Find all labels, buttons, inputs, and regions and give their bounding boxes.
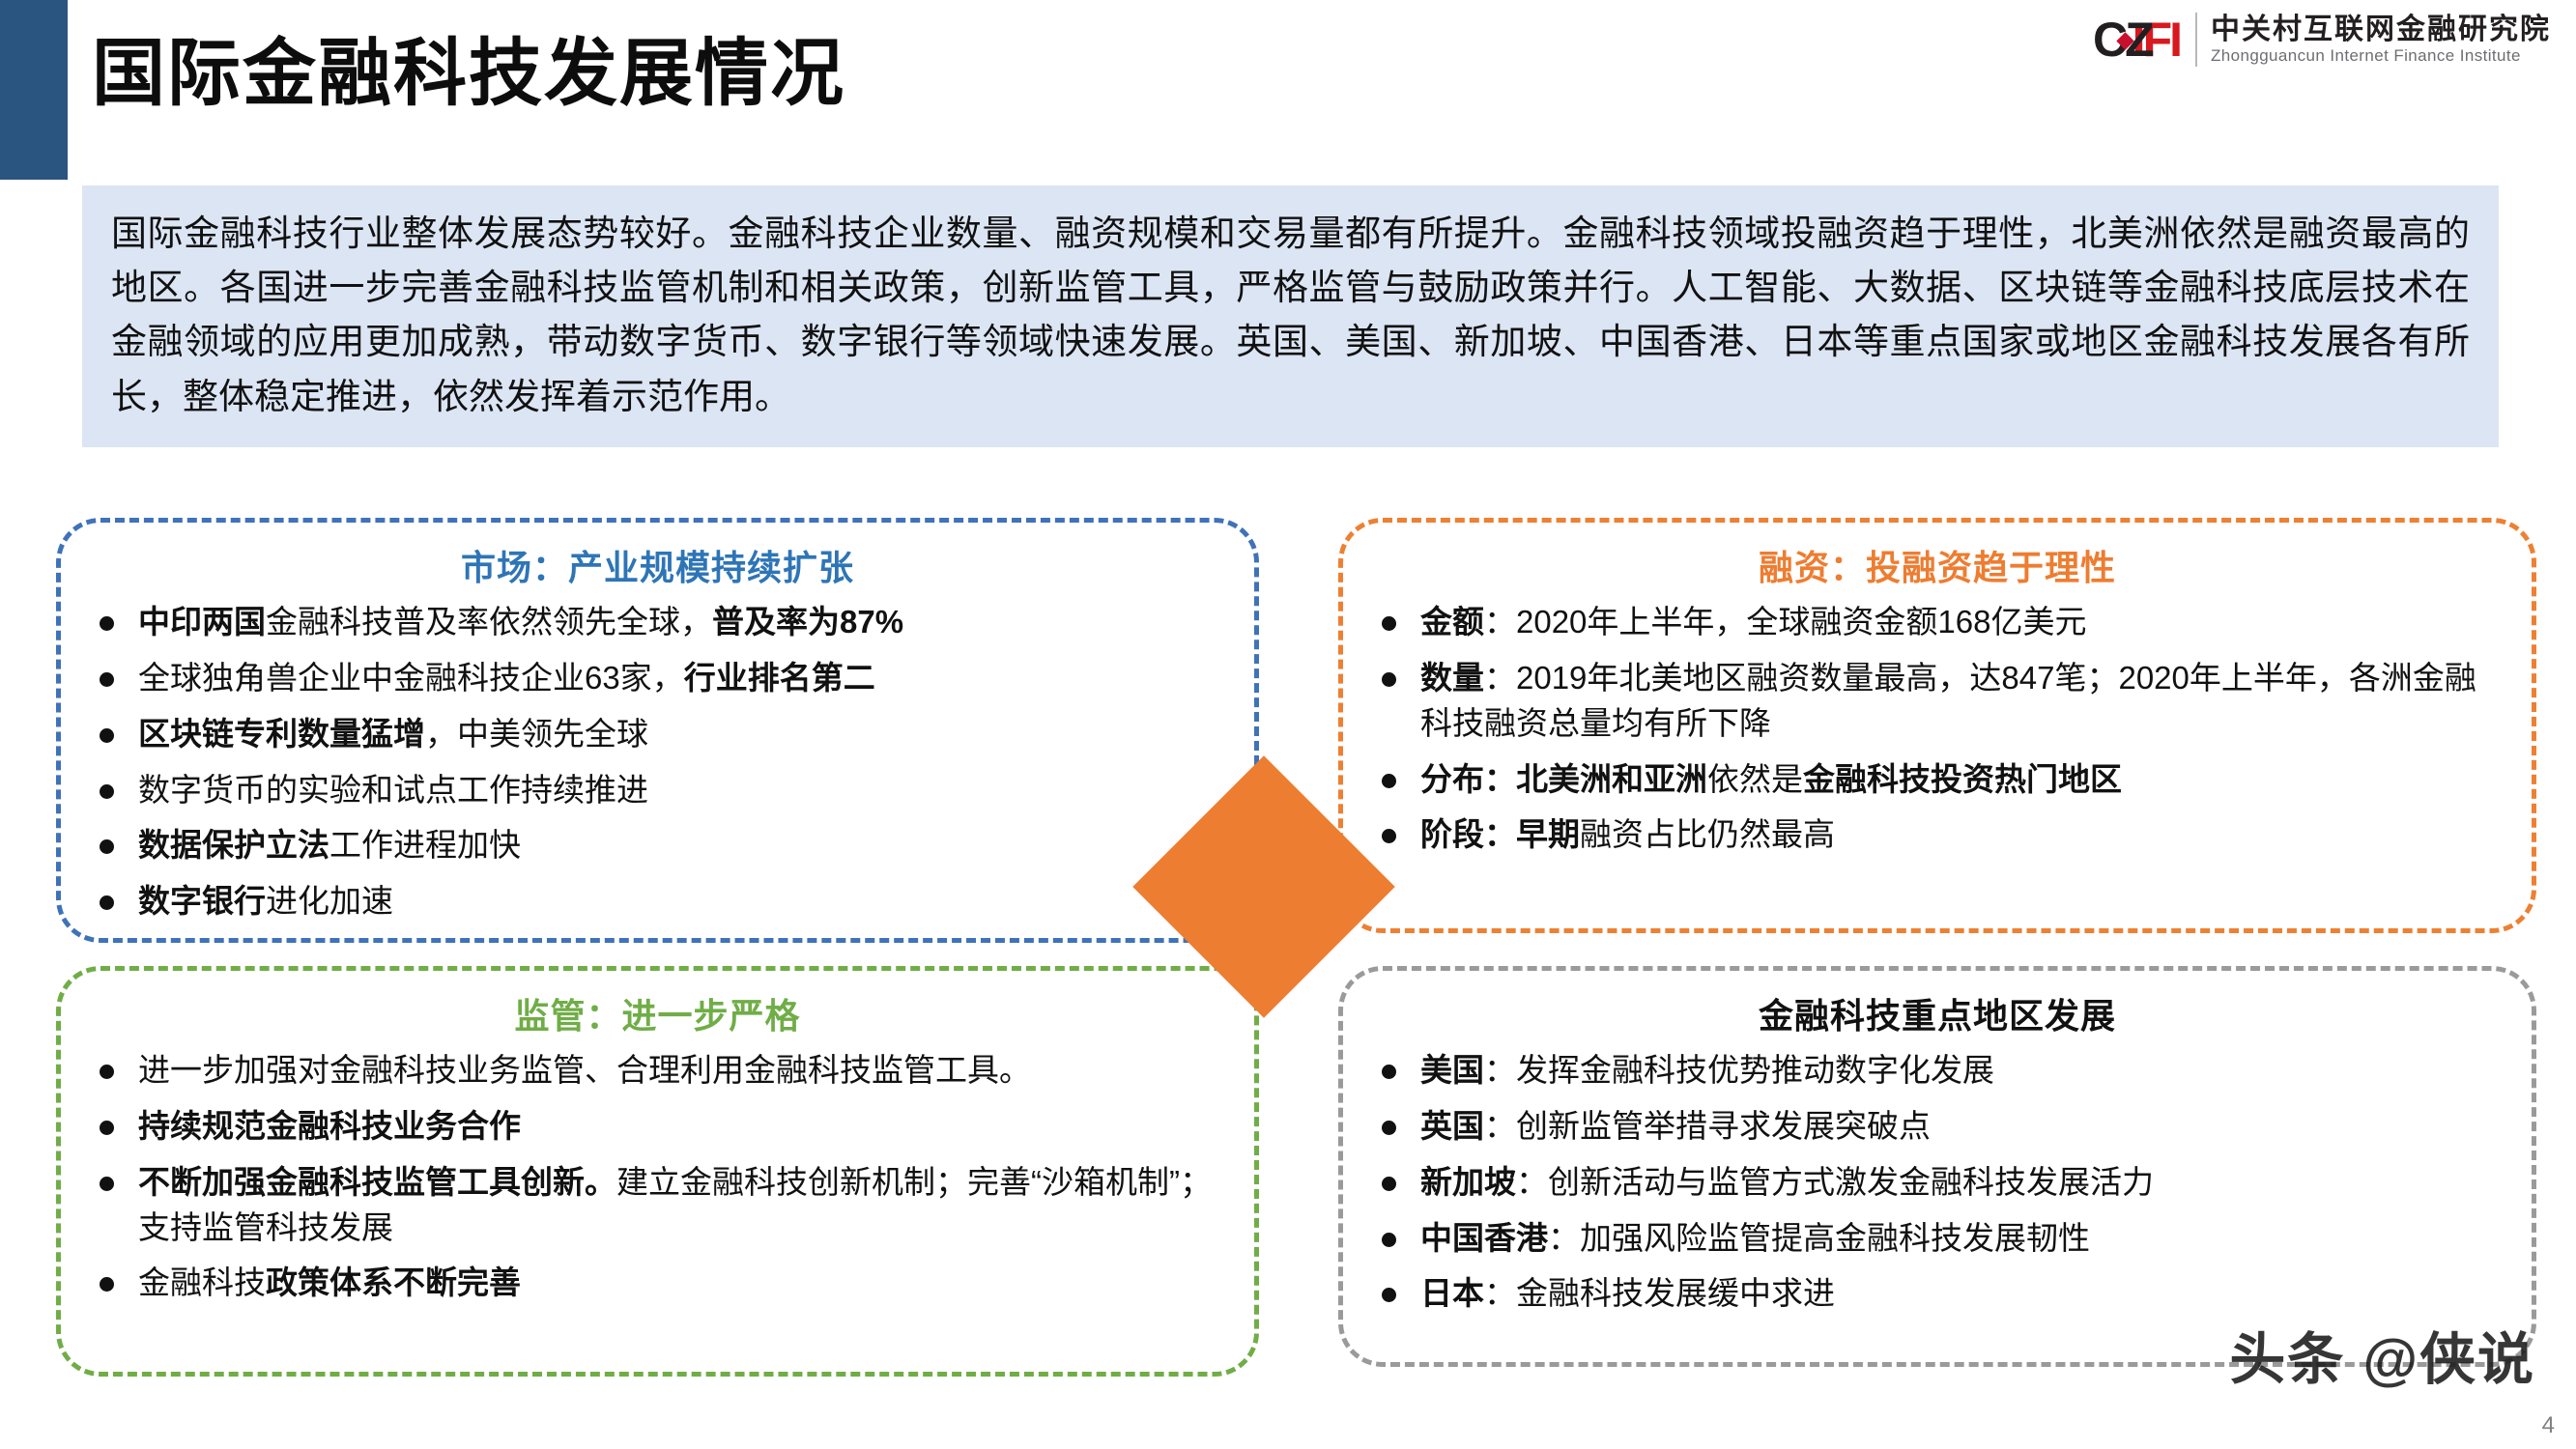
logo-chinese-name: 中关村互联网金融研究院: [2211, 13, 2551, 45]
list-item-text: 融资占比仍然最高: [1580, 816, 1835, 853]
list-item-emphasis: 政策体系不断完善: [266, 1264, 521, 1301]
list-item: 数据保护立法工作进程加快: [86, 823, 1229, 868]
list-item-emphasis: 普及率为87%: [712, 604, 904, 639]
list-item-text: ：2019年北美地区融资数量最高，达847笔；2020年上半年，各洲金融科技融资…: [1420, 659, 2476, 741]
intro-paragraph: 国际金融科技行业整体发展态势较好。金融科技企业数量、融资规模和交易量都有所提升。…: [82, 185, 2499, 447]
logo-mark: CZ IFI: [2093, 13, 2183, 67]
list-item-emphasis: 新加坡: [1420, 1163, 1516, 1200]
box-regions: 金融科技重点地区发展 美国：发挥金融科技优势推动数字化发展英国：创新监管举措寻求…: [1338, 966, 2536, 1367]
box-regulation: 监管：进一步严格 进一步加强对金融科技业务监管、合理利用金融科技监管工具。持续规…: [56, 966, 1259, 1377]
list-item-text: 数字货币的实验和试点工作持续推进: [138, 771, 648, 808]
institute-logo: CZ IFI 中关村互联网金融研究院 Zhongguancun Internet…: [2093, 8, 2551, 71]
list-item-emphasis: 持续规范金融科技业务合作: [138, 1107, 521, 1144]
list-item: 新加坡：创新活动与监管方式激发金融科技发展活力: [1368, 1160, 2506, 1206]
list-item: 持续规范金融科技业务合作: [86, 1104, 1229, 1150]
list-item: 区块链专利数量猛增，中美领先全球: [86, 712, 1229, 757]
list-item-text: 依然是: [1707, 760, 1803, 797]
list-item: 数字货币的实验和试点工作持续推进: [86, 768, 1229, 813]
box-financing-bullet-list: 金额：2020年上半年，全球融资金额168亿美元数量：2019年北美地区融资数量…: [1368, 600, 2506, 858]
box-financing: 融资：投融资趋于理性 金额：2020年上半年，全球融资金额168亿美元数量：20…: [1338, 518, 2536, 933]
list-item-text: 进化加速: [266, 883, 393, 920]
list-item: 数量：2019年北美地区融资数量最高，达847笔；2020年上半年，各洲金融科技…: [1368, 656, 2506, 747]
list-item-emphasis: 行业排名第二: [683, 659, 875, 696]
list-item-text: ：加强风险监管提高金融科技发展韧性: [1548, 1219, 2090, 1256]
list-item-text: ：发挥金融科技优势推动数字化发展: [1484, 1052, 1994, 1088]
logo-mark-ifi: IFI: [2132, 13, 2183, 67]
list-item-text: 全球独角兽企业中金融科技企业63家，: [138, 659, 684, 696]
list-item-text: 金融科技普及率依然领先全球，: [266, 604, 712, 639]
box-regions-title: 金融科技重点地区发展: [1758, 996, 2116, 1036]
box-regulation-bullet-list: 进一步加强对金融科技业务监管、合理利用金融科技监管工具。持续规范金融科技业务合作…: [86, 1048, 1229, 1306]
list-item-text: ：创新监管举措寻求发展突破点: [1484, 1107, 1931, 1144]
list-item-text: 建立金融科技创新机制；完善“沙箱机制”；支持监管科技发展: [138, 1163, 1212, 1245]
list-item-emphasis: 数字银行: [138, 883, 266, 920]
list-item: 分布：北美洲和亚洲依然是金融科技投资热门地区: [1368, 757, 2506, 803]
list-item-emphasis: 阶段：早期: [1420, 816, 1580, 853]
list-item-emphasis: 不断加强金融科技监管工具创新。: [138, 1163, 616, 1200]
list-item-emphasis: 日本: [1420, 1275, 1484, 1312]
box-regulation-title: 监管：进一步严格: [514, 996, 801, 1036]
box-financing-title: 融资：投融资趋于理性: [1758, 548, 2116, 587]
list-item: 金融科技政策体系不断完善: [86, 1261, 1229, 1306]
logo-english-name: Zhongguancun Internet Finance Institute: [2211, 46, 2521, 66]
list-item: 中印两国金融科技普及率依然领先全球，普及率为87%: [86, 600, 1229, 645]
list-item: 进一步加强对金融科技业务监管、合理利用金融科技监管工具。: [86, 1048, 1229, 1094]
list-item-emphasis: 金融科技投资热门地区: [1803, 760, 2122, 797]
list-item-text: 金融科技: [138, 1264, 266, 1301]
watermark: 头条 @侠说: [2229, 1328, 2535, 1391]
list-item: 美国：发挥金融科技优势推动数字化发展: [1368, 1048, 2506, 1094]
box-market-bullet-list: 中印两国金融科技普及率依然领先全球，普及率为87% 全球独角兽企业中金融科技企业6…: [86, 600, 1229, 924]
list-item: 阶段：早期融资占比仍然最高: [1368, 812, 2506, 858]
list-item-text: ：创新活动与监管方式激发金融科技发展活力: [1516, 1163, 2154, 1200]
logo-divider: [2195, 13, 2197, 67]
list-item-text: 进一步加强对金融科技业务监管、合理利用金融科技监管工具。: [138, 1052, 1031, 1088]
list-item: 不断加强金融科技监管工具创新。建立金融科技创新机制；完善“沙箱机制”；支持监管科…: [86, 1160, 1229, 1251]
list-item: 数字银行进化加速: [86, 879, 1229, 924]
page-title: 国际金融科技发展情况: [92, 33, 845, 115]
list-item-text: ：金融科技发展缓中求进: [1484, 1275, 1835, 1312]
list-item-text: ，中美领先全球: [425, 715, 648, 752]
list-item-emphasis: 数据保护立法: [138, 827, 329, 864]
list-item-emphasis: 美国: [1420, 1052, 1484, 1088]
list-item-emphasis: 中印两国: [138, 604, 266, 639]
list-item: 中国香港：加强风险监管提高金融科技发展韧性: [1368, 1216, 2506, 1262]
list-item-emphasis: 区块链专利数量猛增: [138, 715, 425, 752]
box-market: 市场：产业规模持续扩张 中印两国金融科技普及率依然领先全球，普及率为87% 全球独…: [56, 518, 1259, 943]
list-item-text: ：2020年上半年，全球融资金额168亿美元: [1484, 604, 2087, 639]
box-market-title: 市场：产业规模持续扩张: [460, 548, 854, 587]
list-item-emphasis: 英国: [1420, 1107, 1484, 1144]
page-number: 4: [2541, 1412, 2555, 1438]
list-item: 英国：创新监管举措寻求发展突破点: [1368, 1104, 2506, 1150]
list-item: 全球独角兽企业中金融科技企业63家，行业排名第二: [86, 656, 1229, 701]
list-item-emphasis: 中国香港: [1420, 1219, 1548, 1256]
header-accent-bar: [0, 0, 68, 180]
box-regions-bullet-list: 美国：发挥金融科技优势推动数字化发展英国：创新监管举措寻求发展突破点新加坡：创新…: [1368, 1048, 2506, 1317]
list-item-emphasis: 金额: [1420, 604, 1484, 639]
logo-text-block: 中关村互联网金融研究院 Zhongguancun Internet Financ…: [2211, 14, 2551, 65]
list-item: 金额：2020年上半年，全球融资金额168亿美元: [1368, 600, 2506, 645]
list-item-emphasis: 数量: [1420, 659, 1484, 696]
list-item: 日本：金融科技发展缓中求进: [1368, 1271, 2506, 1317]
list-item-text: 工作进程加快: [329, 827, 521, 864]
list-item-emphasis: 分布：北美洲和亚洲: [1420, 760, 1707, 797]
